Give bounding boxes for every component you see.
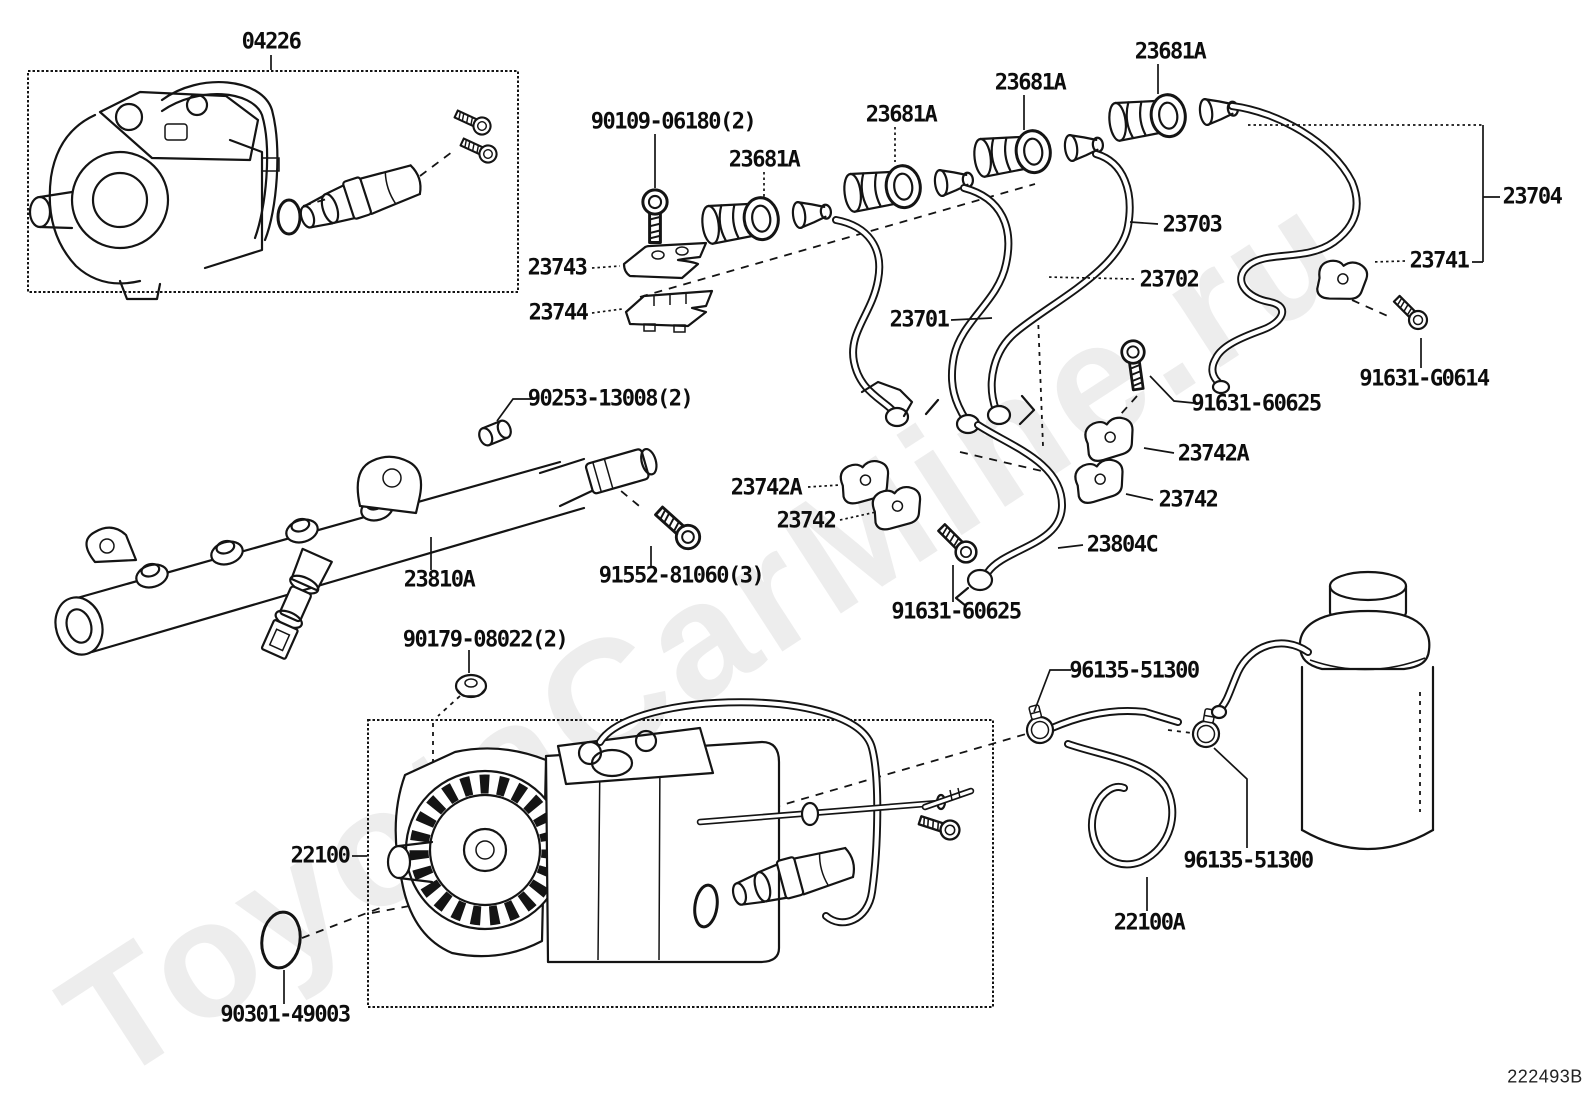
fuel-rail bbox=[54, 419, 706, 660]
part-label-91631-g0614: 91631-G0614 bbox=[1359, 366, 1490, 392]
o-ring-small bbox=[693, 883, 719, 929]
part-label-23742: 23742 bbox=[776, 508, 837, 534]
clamp-block-23744 bbox=[624, 289, 714, 333]
fuel-leak-pipe bbox=[1208, 102, 1432, 395]
part-label-91552-81060(3): 91552-81060(3) bbox=[598, 563, 765, 589]
part-label-23681a: 23681A bbox=[865, 102, 938, 128]
injection-pipes bbox=[832, 150, 1134, 435]
bolt-90109 bbox=[641, 188, 669, 244]
pump-kit-box bbox=[27, 70, 519, 301]
o-ring-90301 bbox=[260, 910, 302, 970]
injection-pump-box bbox=[367, 698, 994, 1008]
part-label-23804c: 23804C bbox=[1086, 532, 1159, 558]
part-label-23681a: 23681A bbox=[728, 147, 801, 173]
o-ring-art bbox=[276, 198, 302, 236]
part-label-23704: 23704 bbox=[1502, 184, 1563, 210]
fuel-filter bbox=[1210, 570, 1435, 850]
part-label-90109-06180(2): 90109-06180(2) bbox=[590, 109, 757, 135]
kit-bolt-2 bbox=[457, 133, 501, 167]
part-label-23742: 23742 bbox=[1158, 487, 1219, 513]
supply-pump-art bbox=[28, 81, 280, 301]
spacer-90253 bbox=[478, 419, 512, 447]
part-label-23741: 23741 bbox=[1409, 248, 1470, 274]
leader-lines bbox=[270, 55, 1500, 1004]
part-label-91631-60625: 91631-60625 bbox=[891, 599, 1022, 625]
part-label-04226: 04226 bbox=[241, 29, 302, 55]
fuel-hoses bbox=[1019, 701, 1225, 869]
part-label-96135-51300: 96135-51300 bbox=[1069, 658, 1200, 684]
part-label-22100: 22100 bbox=[290, 843, 351, 869]
bolt-91631-60625-upper bbox=[1118, 337, 1151, 393]
clamp-23741 bbox=[1313, 254, 1371, 307]
clamp-block-23743 bbox=[622, 241, 708, 280]
part-label-23702: 23702 bbox=[1139, 267, 1200, 293]
hose-clamp-1 bbox=[1019, 701, 1058, 748]
bolt-91631-G0614 bbox=[1389, 291, 1432, 334]
part-label-23744: 23744 bbox=[528, 300, 589, 326]
bolt-91631-60625-lower bbox=[933, 519, 982, 568]
part-label-96135-51300: 96135-51300 bbox=[1183, 848, 1314, 874]
part-label-91631-60625: 91631-60625 bbox=[1191, 391, 1322, 417]
part-label-23742a: 23742A bbox=[730, 475, 803, 501]
part-label-23742a: 23742A bbox=[1177, 441, 1250, 467]
rail-sensor bbox=[584, 447, 658, 495]
part-label-90301-49003: 90301-49003 bbox=[220, 1002, 351, 1028]
part-label-23810a: 23810A bbox=[403, 567, 476, 593]
kit-bolt-1 bbox=[451, 105, 495, 139]
nut-90179 bbox=[454, 673, 488, 699]
part-label-90253-13008(2): 90253-13008(2) bbox=[527, 386, 694, 412]
part-label-23743: 23743 bbox=[527, 255, 588, 281]
injection-pump-art bbox=[386, 698, 947, 964]
bolt-91552 bbox=[649, 500, 706, 555]
part-label-90179-08022(2): 90179-08022(2) bbox=[402, 627, 569, 653]
drawing-code: 222493B bbox=[1507, 1066, 1583, 1087]
part-label-23703: 23703 bbox=[1162, 212, 1223, 238]
part-label-22100a: 22100A bbox=[1113, 910, 1186, 936]
rail-injector bbox=[260, 547, 333, 660]
scv-valve-art bbox=[293, 158, 427, 236]
pipe-23804C bbox=[954, 421, 1067, 608]
part-label-23681a: 23681A bbox=[994, 70, 1067, 96]
stud-pins bbox=[915, 787, 975, 844]
part-label-23701: 23701 bbox=[889, 307, 950, 333]
part-label-23681a: 23681A bbox=[1134, 39, 1207, 65]
